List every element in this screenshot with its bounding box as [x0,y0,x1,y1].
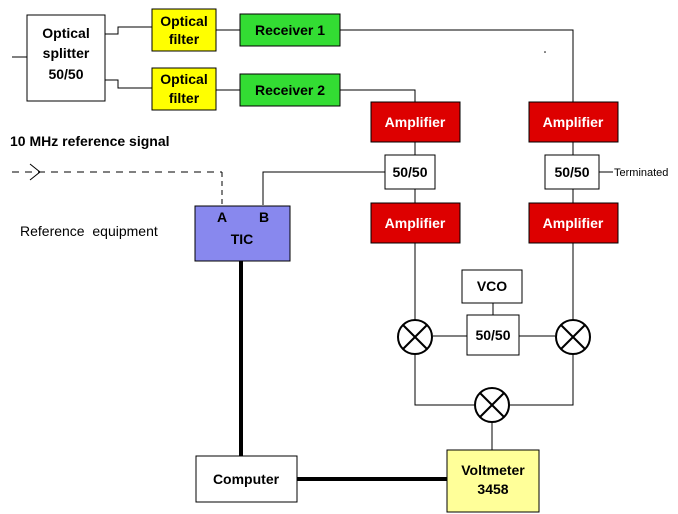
optical-splitter-line1: Optical [42,25,89,41]
amplifier-left-top-label: Amplifier [385,114,446,130]
amplifier-left-bottom: Amplifier [370,202,461,244]
right-mixer-to-bottom-mixer [510,354,574,406]
splitter-left-to-tic-b [262,171,385,205]
computer: Computer [195,455,298,503]
reference-equipment-label: Reference equipment [20,223,158,239]
stray-dot [544,51,546,53]
splitter-left: 50/50 [384,154,436,190]
receiver-1-label: Receiver 1 [255,22,325,38]
splitter-to-filter-top [105,26,152,35]
voltmeter-line2: 3458 [477,481,508,497]
reference-signal-arrow [12,163,223,206]
receiver-1-box [239,13,341,47]
amplifier-right-bottom-box [528,202,619,244]
mixer-bottom-icon [474,387,510,423]
optical-filter-bottom-line1: Optical [160,71,207,87]
receiver2-to-left-amplifier [340,89,416,102]
vco: VCO [461,269,523,304]
tic-box [194,205,291,262]
receiver-2-box [239,73,341,107]
connection-lines [12,26,613,450]
splitter-left-label: 50/50 [392,164,427,180]
splitter-right-box [544,154,600,190]
optical-splitter-line3: 50/50 [48,66,83,82]
voltmeter: Voltmeter 3458 [446,449,540,513]
mixer-right-icon [555,319,591,355]
amplifier-right-top: Amplifier [528,101,619,143]
splitter-right: 50/50 [544,154,600,190]
tic-label: TIC [231,231,254,247]
mixer-left-icon [397,319,433,355]
optical-filter-bottom: Optical filter [151,67,217,111]
amplifier-right-top-box [528,101,619,143]
left-mixer-to-bottom-mixer [414,354,474,406]
vco-label: VCO [477,278,507,294]
voltmeter-box [446,449,540,513]
voltmeter-line1: Voltmeter [461,462,525,478]
optical-filter-bottom-line2: filter [169,90,200,106]
splitter-left-box [384,154,436,190]
amplifier-left-top-box [370,101,461,143]
terminated-label: Terminated [614,167,668,179]
optical-splitter: Optical splitter 50/50 [26,14,106,102]
arrow-head-icon [29,163,41,181]
optical-filter-top-line1: Optical [160,13,207,29]
receiver-1: Receiver 1 [239,13,341,47]
receiver1-to-right-amplifier [340,29,574,102]
computer-box [195,455,298,503]
amplifier-right-bottom: Amplifier [528,202,619,244]
tic: A B TIC [194,205,291,262]
receiver-2: Receiver 2 [239,73,341,107]
optical-filter-bottom-box [151,67,217,111]
optical-filter-top-box [151,8,217,52]
tic-port-a: A [217,209,227,225]
optical-splitter-box [26,14,106,102]
splitter-to-filter-bottom [105,79,152,89]
splitter-vco-box [466,314,520,356]
splitter-vco: 50/50 [466,314,520,356]
reference-signal-label: 10 MHz reference signal [10,133,170,149]
amplifier-left-bottom-label: Amplifier [385,215,446,231]
amplifier-left-bottom-box [370,202,461,244]
optical-filter-top: Optical filter [151,8,217,52]
optical-filter-top-line2: filter [169,31,200,47]
optical-splitter-line2: splitter [43,45,90,61]
vco-box [461,269,523,304]
receiver-2-label: Receiver 2 [255,82,325,98]
splitter-right-label: 50/50 [554,164,589,180]
thick-cables [239,261,447,481]
amplifier-right-top-label: Amplifier [543,114,604,130]
splitter-vco-label: 50/50 [475,327,510,343]
amplifier-left-top: Amplifier [370,101,461,143]
amplifier-right-bottom-label: Amplifier [543,215,604,231]
computer-label: Computer [213,471,280,487]
tic-port-b: B [259,209,269,225]
